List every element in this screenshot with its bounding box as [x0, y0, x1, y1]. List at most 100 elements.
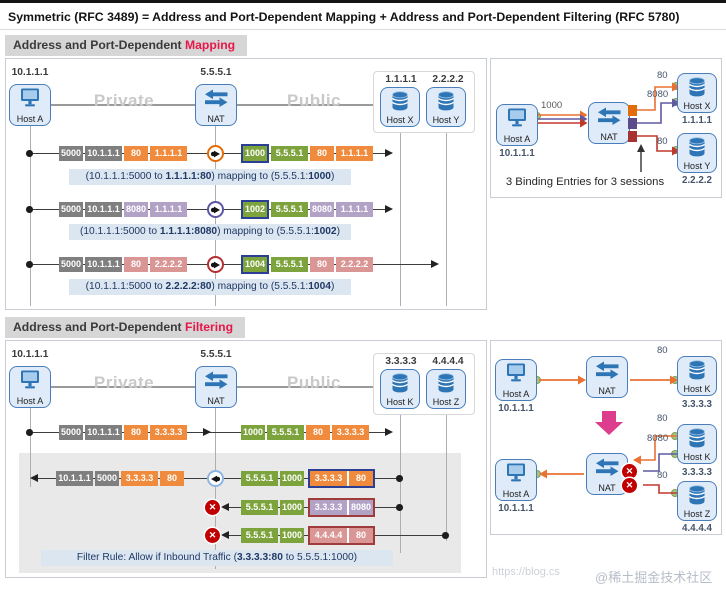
host-a-node: Host A [496, 104, 538, 146]
host-a-node: Host A [495, 459, 537, 501]
caption-bold: 3.3.3.3:80 [236, 552, 283, 563]
packet-field: 5000 [59, 425, 83, 440]
binding-connectors [538, 82, 680, 172]
outbound-row: 5000 10.1.1.1 80 3.3.3.3 1000 5.5.5.1 80… [6, 425, 488, 440]
packet-out: 5000 10.1.1.1 80 1.1.1.1 [59, 146, 187, 161]
blocked-icon [205, 500, 220, 515]
packet-field: 80 [310, 146, 334, 161]
host-x-ip: 1.1.1.1 [682, 115, 712, 126]
binding-entry-orange [628, 105, 637, 116]
host-k-node: Host K [380, 369, 420, 409]
nat-ip: 5.5.5.1 [200, 67, 232, 78]
nat-icon [598, 107, 621, 125]
database-icon [688, 360, 706, 380]
nat-icon [596, 458, 619, 476]
arrowhead [385, 148, 393, 157]
caption-bold: 1.1.1.1:8080 [159, 226, 218, 237]
packet-field: 1.1.1.1 [336, 202, 373, 217]
packet-xlat: 1000 5.5.5.1 80 1.1.1.1 [241, 144, 373, 163]
host-a-label: Host A [503, 134, 531, 144]
computer-icon [508, 108, 526, 127]
packet-field: 10.1.1.1 [85, 257, 122, 272]
packet-field: 80 [124, 257, 148, 272]
public-hosts-container: 1.1.1.1 2.2.2.2 Host X Host Y [373, 71, 475, 133]
nat-node: NAT [195, 84, 237, 126]
host-y-port-80: 80 [657, 136, 668, 147]
host-a-label: Host A [502, 389, 530, 399]
arrowhead [385, 427, 393, 436]
database-icon [688, 77, 706, 97]
dot-arrow-right-icon [210, 206, 220, 213]
caption-text: (10.1.1.1:5000 to [85, 171, 166, 182]
section-keyword: Mapping [185, 38, 236, 52]
host-k-ip: 3.3.3.3 [682, 467, 712, 478]
caption-text: ) [330, 171, 335, 182]
binding-note: 3 Binding Entries for 3 sessions [505, 176, 665, 188]
source-port-label: 1000 [541, 100, 563, 111]
packet-field: 80 [310, 257, 334, 272]
computer-icon [21, 88, 39, 107]
packet-field: 3.3.3.3 [310, 500, 347, 515]
zone-public: Public [286, 373, 341, 392]
inbound-row-blocked-1: 5.5.5.1 1000 3.3.3.3 8080 [6, 498, 488, 517]
caption-text: ) [330, 281, 335, 292]
host-k-node: Host K [677, 356, 717, 396]
host-a-label: Host A [502, 489, 530, 499]
mapping-caption-1: (10.1.1.1:5000 to 1.1.1.1:80) mapping to… [69, 169, 351, 185]
host-a-ip: 10.1.1.1 [499, 148, 535, 159]
nat-ip: 5.5.5.1 [200, 349, 232, 360]
arrowhead [203, 427, 211, 436]
packet-in-src: 5.5.5.1 1000 [241, 500, 304, 515]
database-icon [688, 428, 706, 448]
section-prefix: Address and Port-Dependent [13, 320, 185, 334]
watermark-badge: @稀土掘金技术社区 [595, 570, 713, 585]
host-x-port-8080: 8080 [647, 89, 669, 100]
packet-field: 1002 [241, 200, 269, 219]
arrowhead-left [221, 530, 229, 539]
packet-field: 5000 [59, 202, 83, 217]
host-x-node: Host X [677, 73, 717, 113]
packet-out: 5000 10.1.1.1 80 2.2.2.2 [59, 257, 187, 272]
packet-field: 1000 [280, 500, 304, 515]
nat-node: NAT [586, 453, 628, 495]
host-x-label: Host X [386, 115, 414, 125]
database-icon [688, 485, 706, 505]
packet-field: 80 [306, 425, 330, 440]
filtering-detail-panel: Host A 10.1.1.1 NAT 80 Host K 3.3.3.3 Ho… [490, 340, 722, 535]
host-z-node: Host Z [426, 369, 466, 409]
host-x-ip: 1.1.1.1 [385, 74, 417, 85]
filtering-connectors [539, 375, 678, 494]
packet-field: 10.1.1.1 [85, 425, 122, 440]
packet-field: 8080 [124, 202, 148, 217]
nat-label: NAT [207, 396, 225, 406]
packet-xlat: 1002 5.5.5.1 8080 1.1.1.1 [241, 200, 373, 219]
host-k-label: Host K [683, 452, 711, 462]
packet-field: 1004 [241, 255, 269, 274]
dot-arrow-left-icon [211, 475, 221, 482]
zone-private: Private [93, 373, 155, 392]
packet-field: 3.3.3.3 [121, 471, 158, 486]
packet-field: 80 [347, 471, 373, 486]
end-dot [442, 532, 449, 539]
caption-bold: 1004 [308, 281, 331, 292]
host-y-ip: 2.2.2.2 [432, 74, 464, 85]
nat-label: NAT [207, 114, 225, 124]
binding-entries-panel: 1000 Host A 10.1.1.1 NAT 80 8080 80 Host… [490, 58, 722, 198]
caption-text: ) [336, 226, 340, 237]
host-k-label: Host K [683, 384, 711, 394]
mapping-caption-3: (10.1.1.1:5000 to 2.2.2.2:80) mapping to… [69, 279, 351, 295]
guide-line-host-a [29, 126, 31, 306]
arrowhead-left [30, 473, 38, 482]
packet-field: 1.1.1.1 [336, 146, 373, 161]
packet-field: 1000 [241, 425, 265, 440]
database-icon [391, 91, 409, 111]
host-z-label: Host Z [683, 509, 711, 519]
host-a-ip: 10.1.1.1 [498, 403, 534, 414]
guide-line-host-x [399, 131, 401, 306]
host-a-node: Host A [9, 366, 51, 408]
blocked-icon [205, 528, 220, 543]
packet-field: 5.5.5.1 [271, 202, 308, 217]
host-y-ip: 2.2.2.2 [682, 175, 712, 186]
section-keyword: Filtering [185, 320, 234, 334]
